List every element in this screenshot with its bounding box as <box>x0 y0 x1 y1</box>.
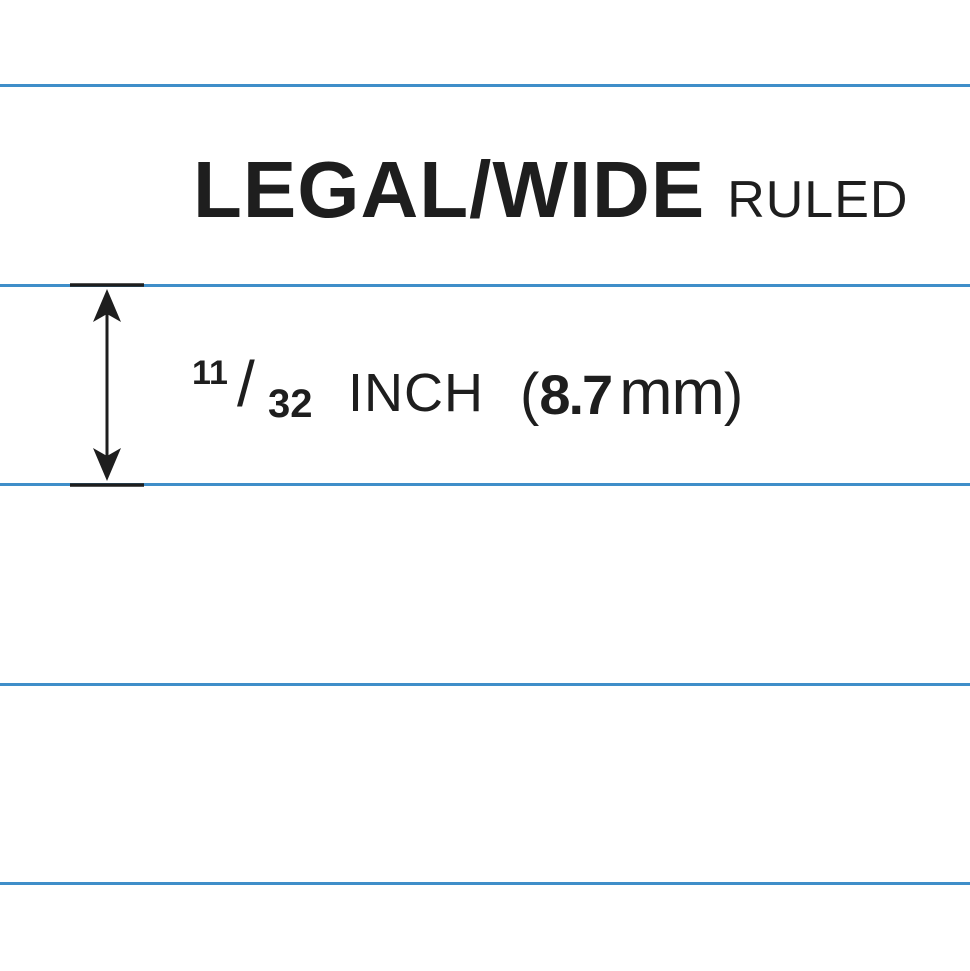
fraction-slash: / <box>237 348 255 420</box>
double-arrow-dimension-icon <box>70 283 144 487</box>
inch-unit-label: INCH <box>348 363 484 423</box>
ruled-line <box>0 483 970 486</box>
ruled-line <box>0 284 970 287</box>
open-paren: ( <box>520 362 540 427</box>
fraction-denominator: 32 <box>268 382 313 426</box>
metric-unit-label: mm <box>619 356 725 428</box>
ruled-line <box>0 84 970 87</box>
arrow-down-icon <box>93 448 121 481</box>
ruled-line <box>0 683 970 686</box>
close-paren: ) <box>723 362 744 427</box>
fraction-numerator: 11 <box>192 354 228 392</box>
metric-value: 8.7 <box>539 363 613 426</box>
ruled-label: RULED <box>727 171 909 229</box>
ruled-line <box>0 882 970 885</box>
arrow-up-icon <box>93 289 121 322</box>
ruling-type-label: LEGAL/WIDE <box>193 145 706 234</box>
spacing-fraction: 11 / 32 <box>190 348 336 428</box>
